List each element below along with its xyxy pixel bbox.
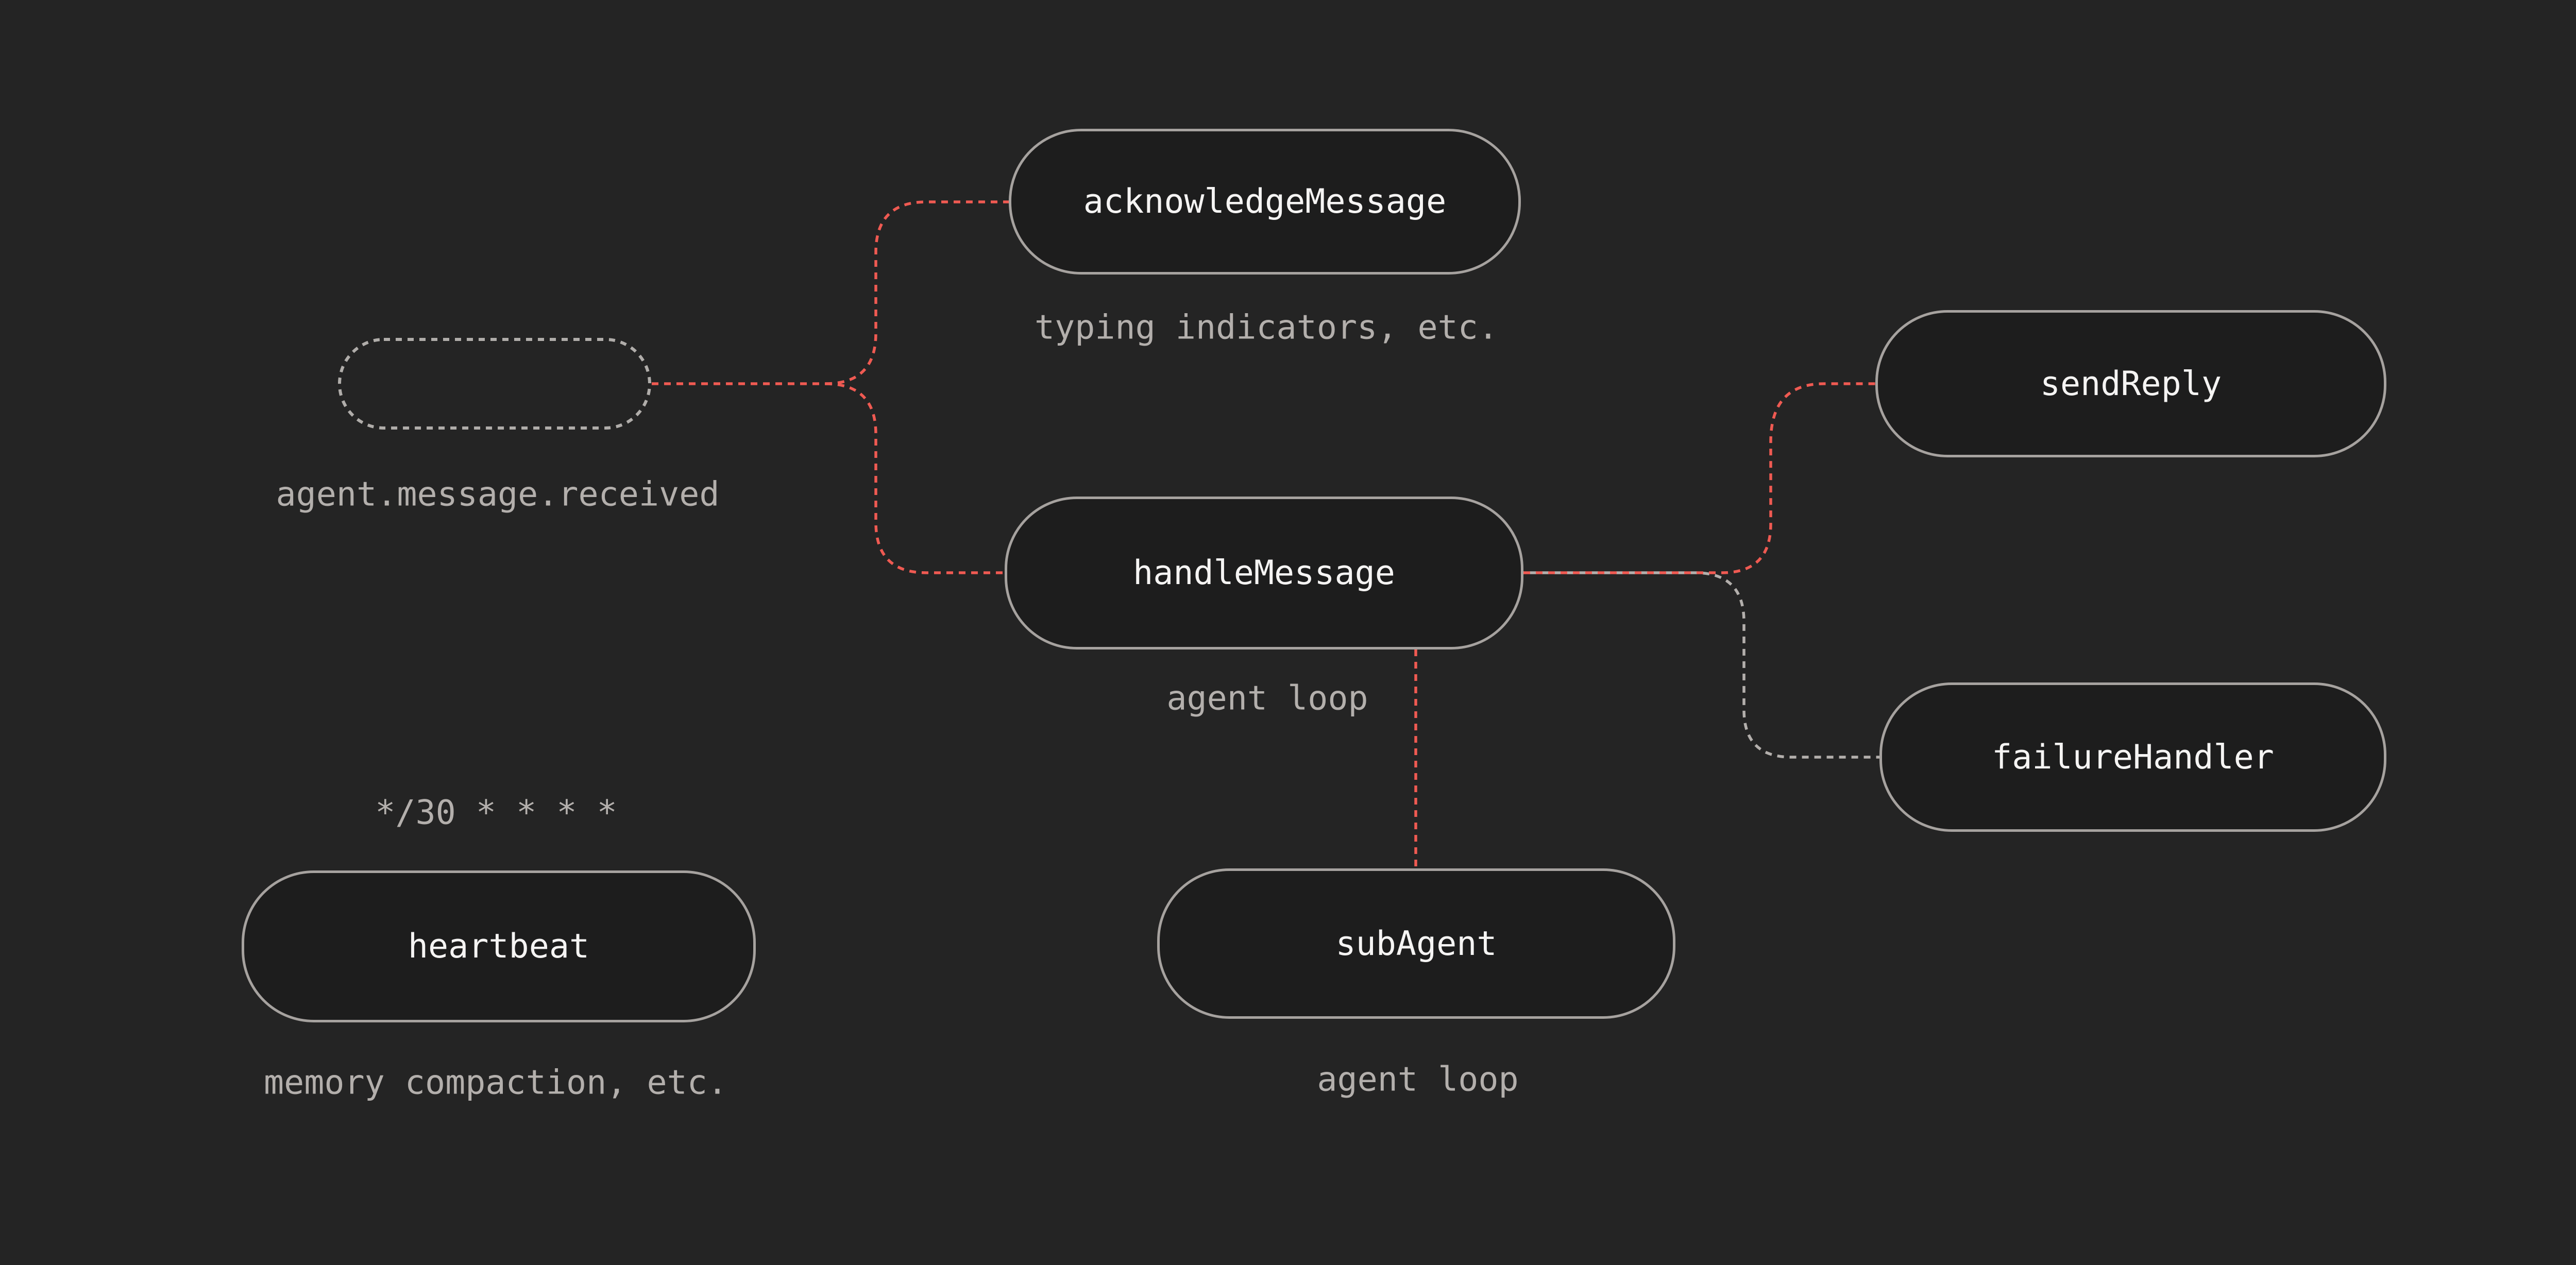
node-sub-agent-label: subAgent [1335,924,1497,963]
node-acknowledge-message-label: acknowledgeMessage [1083,182,1447,221]
edge-trigger-to-acknowledge [825,200,1009,385]
node-acknowledge-message: acknowledgeMessage [1009,129,1521,275]
edge-handle-to-failure [1523,571,1879,759]
subagent-caption: agent loop [1317,1060,1519,1099]
node-send-reply-label: sendReply [2040,364,2222,403]
node-handle-message: handleMessage [1005,497,1523,649]
heartbeat-cron-schedule: */30 * * * * [375,793,617,832]
acknowledge-caption: typing indicators, etc. [1034,308,1499,347]
edge-trigger-to-handle [825,382,1005,574]
node-heartbeat-label: heartbeat [408,927,590,966]
node-send-reply: sendReply [1875,310,2386,457]
node-heartbeat: heartbeat [242,870,756,1022]
node-failure-handler-label: failureHandler [1992,738,2274,777]
edge-handle-to-sendreply [1523,382,1875,574]
node-handle-message-label: handleMessage [1133,554,1395,592]
node-sub-agent: subAgent [1157,868,1675,1019]
heartbeat-caption: memory compaction, etc. [263,1063,728,1102]
trigger-event-pill [338,338,651,430]
trigger-event-caption: agent.message.received [276,475,720,514]
handle-caption: agent loop [1166,679,1368,718]
node-failure-handler: failureHandler [1879,682,2386,832]
